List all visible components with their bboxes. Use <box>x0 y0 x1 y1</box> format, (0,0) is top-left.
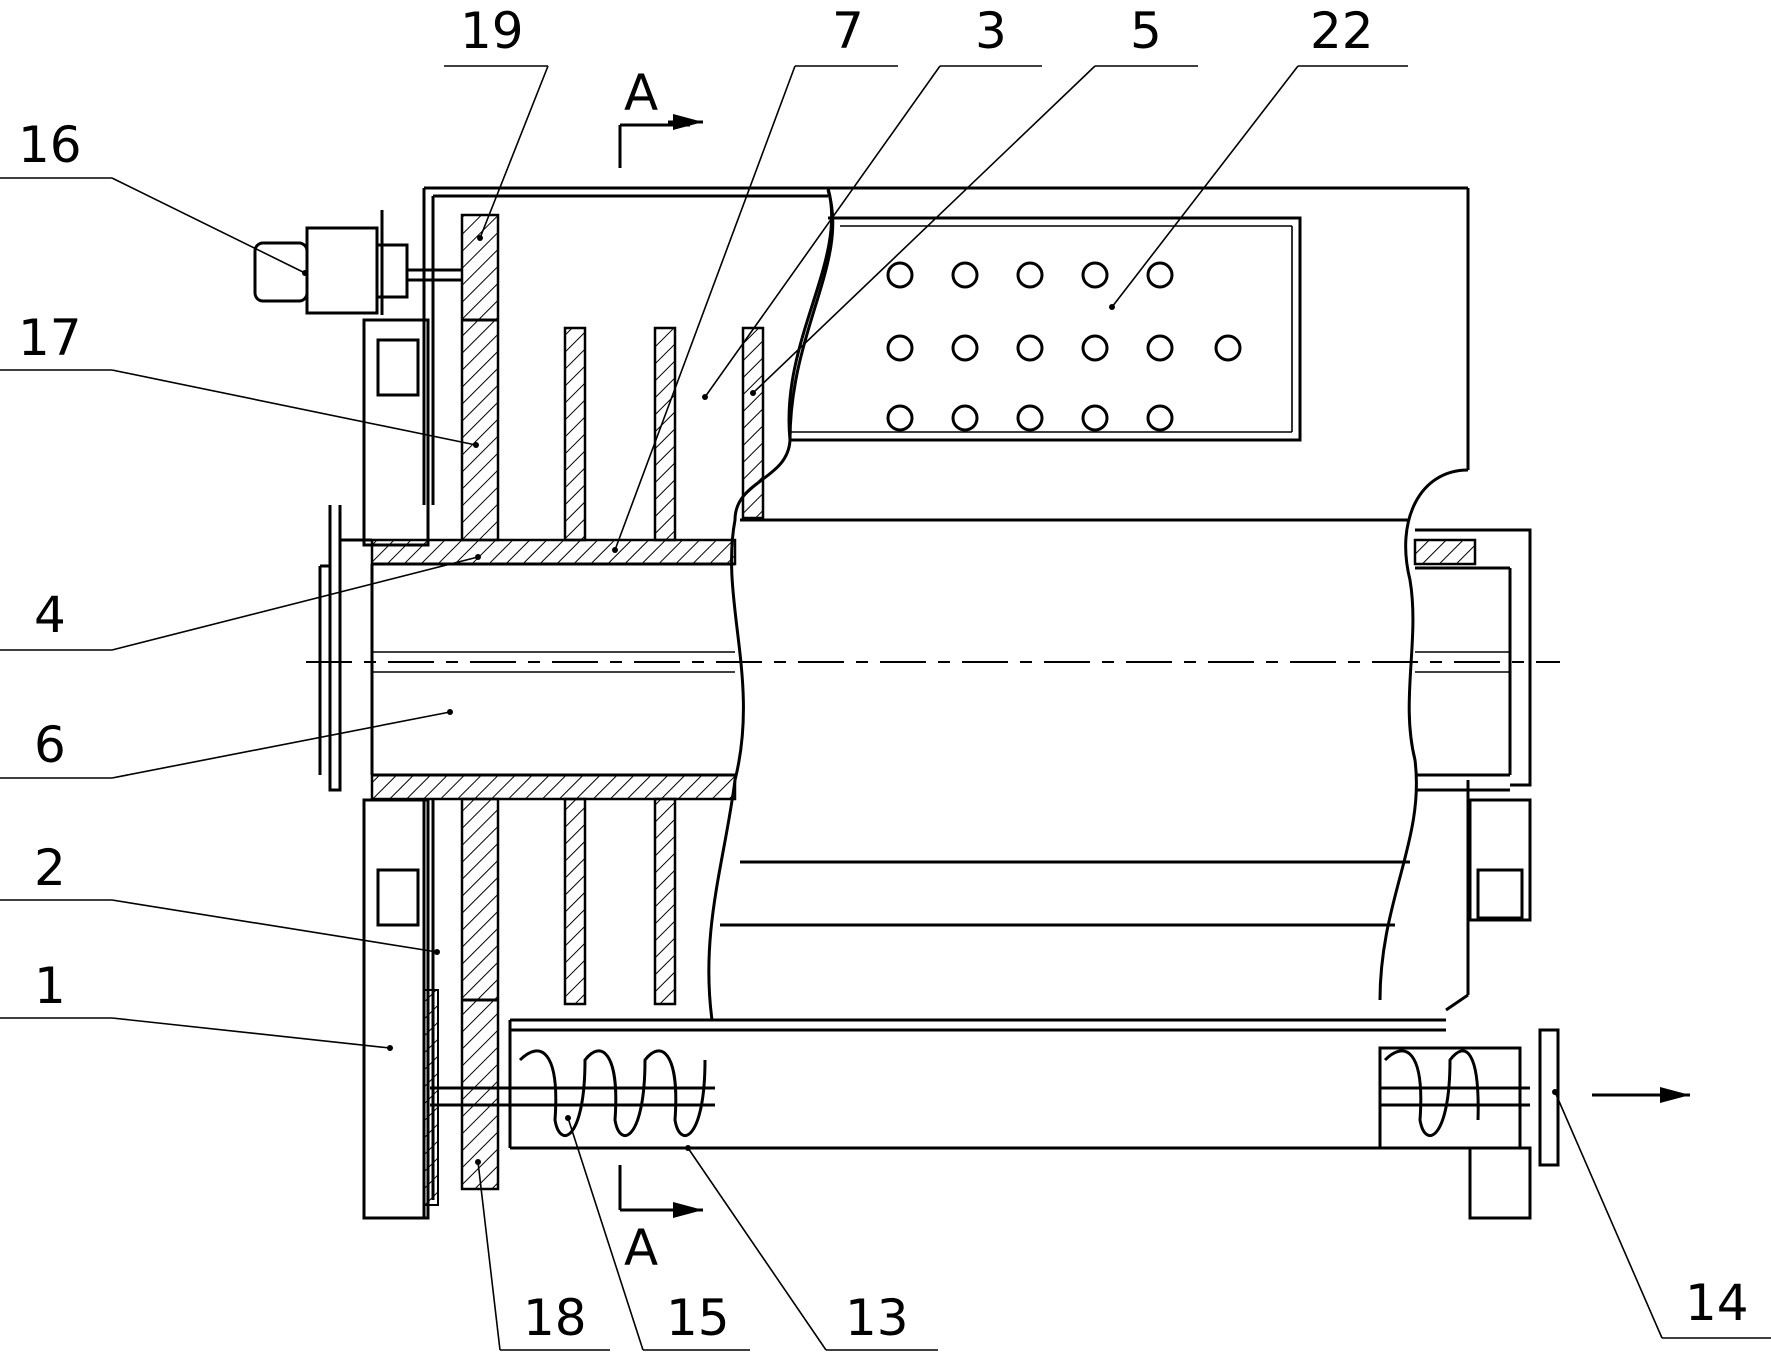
right-frame <box>1468 798 1532 1220</box>
callout-15: 15 <box>666 1289 730 1347</box>
callout-6: 6 <box>34 716 66 774</box>
callout-4: 4 <box>34 586 66 644</box>
screw-conveyor <box>430 1028 1690 1167</box>
motor <box>253 210 462 315</box>
perforated-screen <box>787 187 1302 442</box>
callout-19: 19 <box>460 2 524 60</box>
callout-14: 14 <box>1685 1274 1749 1332</box>
callout-2: 2 <box>34 839 66 897</box>
section-marker-top: A <box>618 64 703 168</box>
section-label-bottom: A <box>624 1219 658 1277</box>
callout-18: 18 <box>523 1289 587 1347</box>
hub-sleeve <box>370 538 1477 801</box>
gear-disk <box>460 213 500 1191</box>
housing <box>422 186 1500 1150</box>
left-frame <box>362 318 439 1220</box>
callout-3: 3 <box>975 2 1007 60</box>
paddles <box>563 326 765 1006</box>
callout-5: 5 <box>1130 2 1162 60</box>
section-label-top: A <box>624 64 658 122</box>
callout-13: 13 <box>845 1289 909 1347</box>
break-line <box>707 189 1469 1021</box>
callout-17: 17 <box>18 309 82 367</box>
drum-lines <box>720 518 1410 927</box>
callout-16: 16 <box>18 116 82 174</box>
callout-7: 7 <box>832 2 864 60</box>
callout-22: 22 <box>1310 2 1374 60</box>
callout-1: 1 <box>34 957 66 1015</box>
screen-holes <box>886 261 1242 432</box>
section-marker-bottom: A <box>618 1165 703 1277</box>
